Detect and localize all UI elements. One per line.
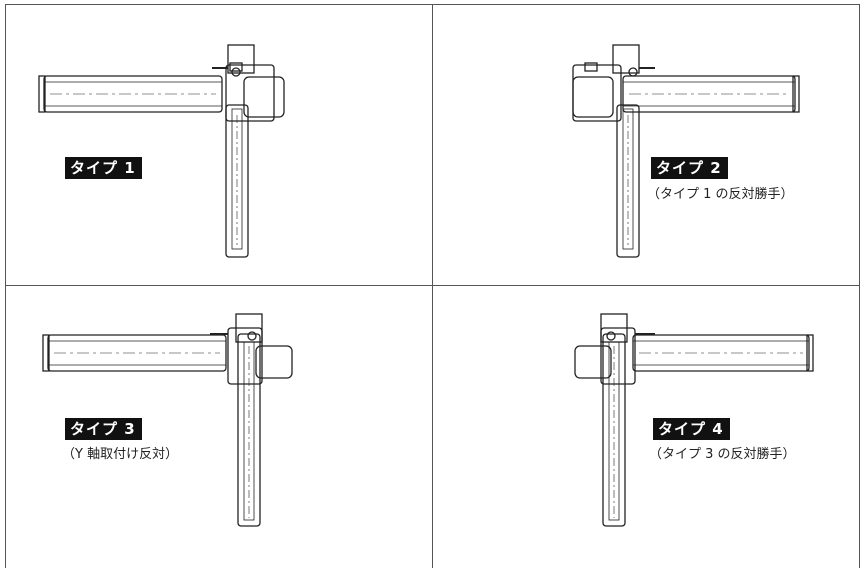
panel-label: タイプ 3 [65,418,142,440]
panel-type-1: タイプ 1 [6,5,432,285]
panel-note: （タイプ 1 の反対勝手） [647,187,794,202]
panel-label: タイプ 2 [651,157,728,179]
grid-vertical-divider [432,4,433,568]
panel-label: タイプ 4 [653,418,730,440]
panel-note: （Y 軸取付け反対） [62,447,179,462]
type-4-drawing [574,313,814,527]
panel-label: タイプ 1 [65,157,142,179]
type-1-drawing [38,44,285,258]
panel-note: （タイプ 3 の反対勝手） [649,447,796,462]
type-3-drawing [42,313,293,527]
panel-type-4: タイプ 4 （タイプ 3 の反対勝手） [433,286,859,566]
type-2-drawing [572,44,800,258]
grid-horizontal-divider [5,285,860,286]
panel-type-2: タイプ 2 （タイプ 1 の反対勝手） [433,5,859,285]
panel-type-3: タイプ 3 （Y 軸取付け反対） [6,286,432,566]
